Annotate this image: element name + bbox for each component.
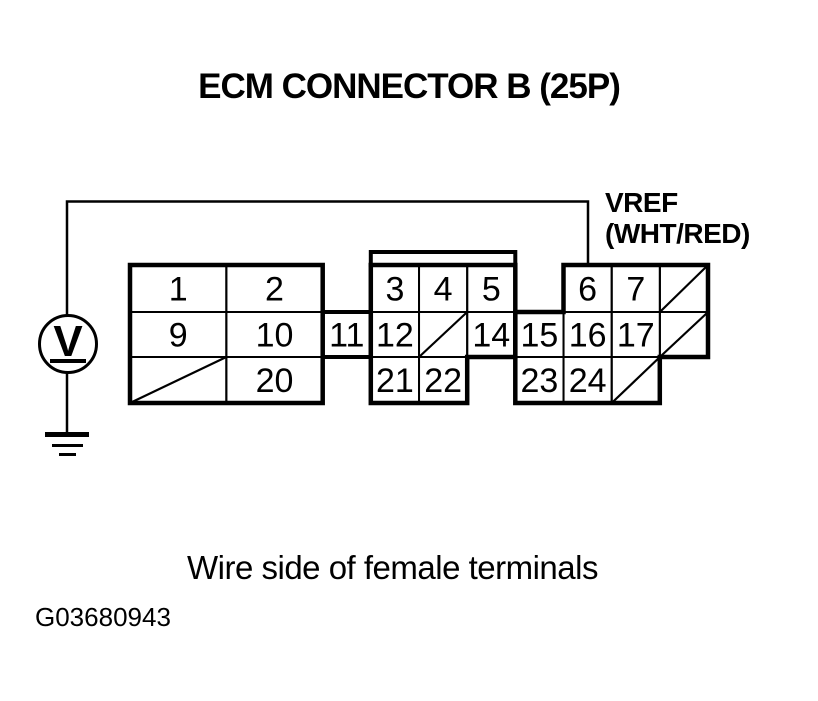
connector-cell-pin-1: 1 [129, 264, 228, 313]
voltmeter-v-glyph: V [53, 317, 83, 366]
connector-outline-right-block [513, 262, 711, 406]
pin-number: 21 [376, 362, 414, 400]
pin-number: 2 [265, 271, 284, 309]
pin-number: 4 [434, 271, 453, 309]
connector-cell-pin-17: 17 [610, 311, 661, 358]
connector-outline-middle-block [368, 262, 518, 406]
pin-number: 7 [626, 271, 645, 309]
blocked-cell-diagonal [659, 311, 709, 358]
pin-number: 11 [329, 317, 364, 355]
connector-cell-pin-3: 3 [369, 264, 421, 313]
connector-cell-pin-6: 6 [562, 264, 613, 313]
connector-cell-blocked [418, 311, 469, 358]
pin-number: 14 [472, 317, 510, 355]
connector-cell-blocked [658, 311, 710, 358]
connector-cell-pin-15: 15 [514, 311, 565, 358]
connector-cell-pin-22: 22 [418, 356, 469, 404]
connector-cell-blocked [658, 264, 710, 313]
pin-number: 12 [376, 317, 414, 355]
blocked-cell-diagonal [659, 264, 709, 313]
connector-cell-pin-14: 14 [466, 311, 517, 358]
connector-cell-pin-5: 5 [466, 264, 517, 313]
connector-cell-blocked [610, 356, 661, 404]
connector-cell-pin-4: 4 [418, 264, 469, 313]
pin-number: 22 [424, 362, 462, 400]
wire-signal-name: VREF [605, 187, 678, 218]
connector-cell-pin-10: 10 [225, 311, 324, 358]
pin-number: 3 [385, 271, 404, 309]
wire-color-code: (WHT/RED) [605, 218, 750, 249]
connector-cell-pin-23: 23 [514, 356, 565, 404]
connector-outline-left-block [127, 262, 325, 406]
pin-number: 5 [482, 271, 501, 309]
pin-number: 20 [256, 362, 294, 400]
connector-cell-pin-21: 21 [369, 356, 421, 404]
ground-symbol [45, 372, 89, 456]
connector-cell-pin-11: 11 [321, 311, 372, 358]
pin-number: 15 [521, 317, 559, 355]
blocked-cell-diagonal [610, 356, 661, 404]
pin-number: 6 [578, 271, 597, 309]
diagram-caption: Wire side of female terminals [187, 549, 598, 586]
connector-cell-pin-2: 2 [225, 264, 324, 313]
voltmeter-symbol: V [38, 314, 98, 374]
connector-cell-pin-16: 16 [562, 311, 613, 358]
page-title: ECM CONNECTOR B (25P) [198, 67, 621, 106]
wire-signal-label: VREF (WHT/RED) [605, 187, 750, 249]
pin-number: 1 [169, 271, 188, 309]
connector-cell-pin-7: 7 [610, 264, 661, 313]
connector-cell-pin-24: 24 [562, 356, 613, 404]
pin-number: 17 [617, 317, 655, 355]
pin-number: 10 [256, 317, 294, 355]
blocked-cell-diagonal [129, 356, 227, 404]
pin-number: 9 [169, 317, 188, 355]
connector-cell-blocked [129, 356, 228, 404]
pin-number: 16 [569, 317, 607, 355]
blocked-cell-diagonal [418, 311, 468, 358]
connector-cell-pin-9: 9 [129, 311, 228, 358]
vref-test-wire [65, 200, 590, 316]
pin-number: 23 [521, 362, 559, 400]
connector-cell-pin-20: 20 [225, 356, 324, 404]
connector-cell-pin-12: 12 [369, 311, 421, 358]
pin-number: 24 [569, 362, 607, 400]
figure-id: G03680943 [35, 602, 171, 632]
